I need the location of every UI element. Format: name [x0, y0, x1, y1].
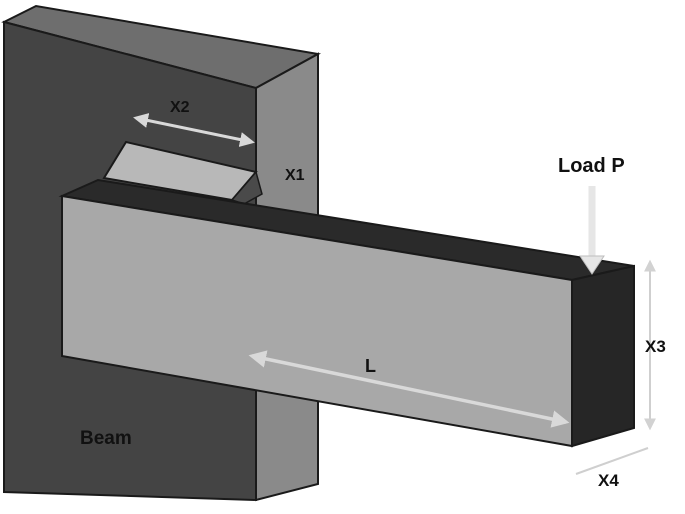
load-arrow — [579, 186, 605, 275]
label-load-p: Load P — [558, 155, 625, 177]
dimension-x2-arrow — [133, 113, 255, 147]
label-l: L — [365, 356, 376, 376]
label-x4: X4 — [598, 471, 619, 490]
label-x1: X1 — [285, 167, 305, 184]
dimension-x4-line — [575, 447, 649, 475]
label-x2: X2 — [170, 99, 190, 116]
label-beam: Beam — [80, 428, 132, 449]
beam-end-face — [571, 264, 635, 448]
label-x3: X3 — [645, 337, 666, 356]
load-arrow-head — [579, 255, 605, 275]
weld — [102, 140, 263, 205]
dimension-l-arrow — [248, 350, 570, 428]
